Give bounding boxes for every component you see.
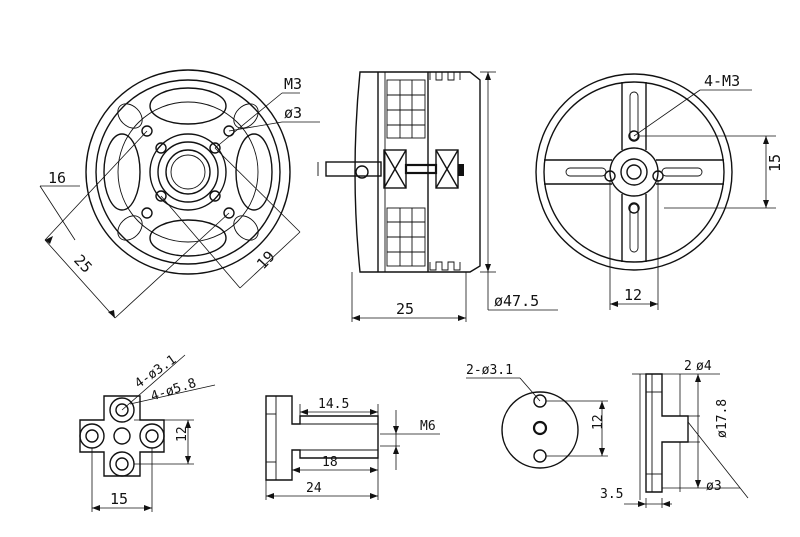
mount-side-top-label: 2 <box>684 359 692 374</box>
adapter-side-mid-label: 18 <box>322 455 338 470</box>
mount-height-label: 12 <box>591 414 606 430</box>
front-thread-label: M3 <box>284 75 302 93</box>
side-length-label: 25 <box>396 300 414 318</box>
rear-thread-label: 4-M3 <box>704 72 740 90</box>
prop-adapter-side: 14.5 M6 18 24 <box>265 395 440 500</box>
rear-height-label: 15 <box>766 154 784 172</box>
mount-side-thickness-label: 3.5 <box>600 487 623 502</box>
mount-front: 2-ø3.1 12 <box>466 363 608 469</box>
adapter-width-label: 15 <box>110 490 128 508</box>
mount-side-diam-label: ø4 <box>696 359 712 374</box>
front-hole-label: ø3 <box>284 104 302 122</box>
front-dim-right: 19 <box>253 247 278 272</box>
side-view: 25 ø47.5 <box>317 71 558 322</box>
prop-adapter-front: 4-ø3.1 4-ø5.8 12 15 <box>79 352 216 512</box>
mount-side-shaft-label: ø3 <box>706 479 722 494</box>
front-dim-left: 16 <box>48 169 66 187</box>
mount-side-large-diam-label: ø17.8 <box>715 399 730 438</box>
rear-view: 4-M3 15 12 <box>535 72 784 310</box>
mount-side: 2 ø4 ø17.8 3.5 ø3 <box>600 359 749 508</box>
adapter-side-bottom-label: 24 <box>306 481 322 496</box>
front-view: M3 ø3 16 25 19 <box>39 69 320 319</box>
adapter-height-label: 12 <box>175 426 190 442</box>
adapter-side-thread-label: M6 <box>420 419 436 434</box>
side-diameter-label: ø47.5 <box>494 292 539 310</box>
adapter-side-top-label: 14.5 <box>318 397 349 412</box>
mount-hole-label: 2-ø3.1 <box>466 363 513 378</box>
rear-width-label: 12 <box>624 286 642 304</box>
